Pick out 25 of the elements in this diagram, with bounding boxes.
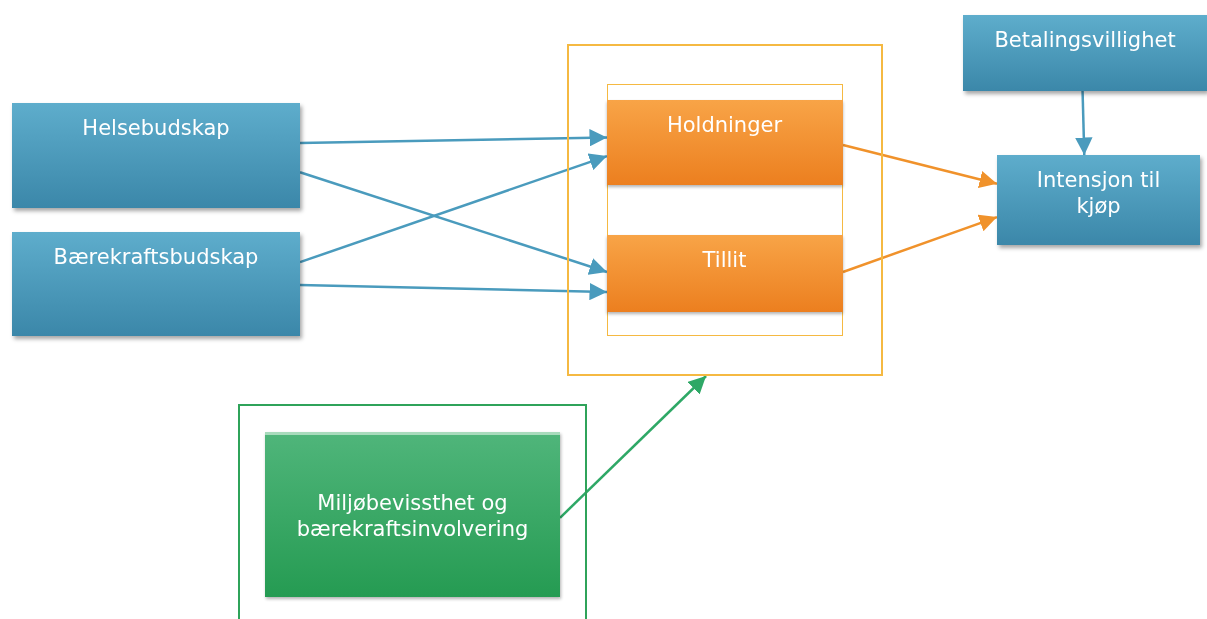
box-label: Miljøbevissthet og bærekraftsinvolvering	[295, 489, 530, 543]
box-label: Betalingsvillighet	[994, 27, 1176, 54]
group-frame	[238, 404, 587, 619]
arrow	[299, 282, 608, 301]
process-box	[963, 15, 1207, 91]
arrow	[842, 214, 998, 274]
process-box	[12, 232, 300, 336]
process-box	[997, 155, 1200, 245]
box-label: Tillit	[702, 246, 747, 273]
group-frame	[567, 44, 883, 376]
process-box	[606, 234, 843, 312]
process-box	[265, 432, 560, 597]
arrow	[559, 375, 707, 519]
box-label: Bærekraftsbudskap	[53, 244, 259, 271]
arrow	[299, 128, 608, 147]
process-box	[606, 99, 843, 185]
group-frame	[607, 84, 843, 336]
process-box	[12, 103, 300, 208]
arrow	[299, 153, 608, 264]
box-label: Helsebudskap	[82, 115, 230, 142]
arrow	[299, 171, 608, 275]
box-label: Intensjon til kjøp	[1035, 167, 1162, 220]
arrow	[1075, 90, 1093, 156]
arrow	[842, 143, 998, 188]
box-label: Holdninger	[666, 111, 783, 138]
